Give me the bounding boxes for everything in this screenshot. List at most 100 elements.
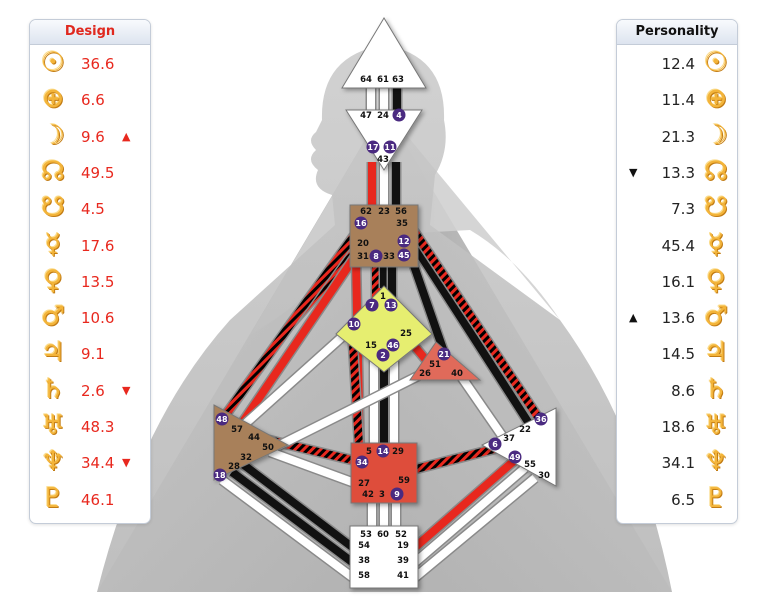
planet-value: 36.6 xyxy=(81,55,115,73)
planet-value: 12.4 xyxy=(661,55,695,73)
gate-label: 26 xyxy=(419,369,431,379)
channel-20-57 xyxy=(232,252,360,435)
channel-50-27 xyxy=(268,448,362,489)
pluto-icon: ♇ xyxy=(40,482,66,514)
planet-value: 49.5 xyxy=(81,163,115,182)
gate-label: 14 xyxy=(377,447,389,456)
gate-label: 22 xyxy=(519,425,531,435)
direction-marker: ▼ xyxy=(629,165,638,179)
planet-value: 2.6 xyxy=(81,381,105,400)
gate-label: 42 xyxy=(362,490,374,500)
pluto-icon: ♇ xyxy=(703,482,729,514)
gate-activation-dot xyxy=(376,444,390,458)
gate-label: 8 xyxy=(373,252,379,261)
design-panel: Design ☉36.6⊕6.6☽9.6▲☊49.5☋4.5☿17.6♀13.5… xyxy=(29,19,151,524)
gate-label: 51 xyxy=(429,360,441,370)
mars-icon: ♂ xyxy=(703,301,729,333)
gate-label: 59 xyxy=(398,476,410,486)
gate-activation-dot xyxy=(488,437,502,451)
planet-value: 14.5 xyxy=(661,345,695,364)
gate-activation-dot xyxy=(213,468,227,482)
gate-label: 19 xyxy=(397,541,409,551)
planet-value: 34.1 xyxy=(661,454,695,473)
planet-row: ☿ 45.4 xyxy=(617,228,737,266)
sun-icon: ☉ xyxy=(40,47,66,78)
uranus-icon: ♅ xyxy=(703,410,729,441)
planet-row: ♄2.6▼ xyxy=(30,374,150,411)
moon-icon: ☽ xyxy=(40,119,66,151)
gate-label: 16 xyxy=(355,219,367,228)
planet-row: ♆34.1 xyxy=(617,447,737,483)
center-root xyxy=(349,525,419,589)
planet-value: 9.6 xyxy=(81,127,105,146)
planet-row: ⊕6.6 xyxy=(30,84,150,120)
mercury-icon: ☿ xyxy=(707,228,725,260)
gate-label: 34 xyxy=(356,458,368,467)
jupiter-icon: ♃ xyxy=(703,337,729,369)
channel-49-19 xyxy=(409,456,518,554)
center-head xyxy=(341,17,427,89)
gate-activation-dot xyxy=(386,338,400,352)
planet-row: ♀13.5 xyxy=(30,264,150,302)
gate-label: 49 xyxy=(509,453,521,462)
gate-activation-dot xyxy=(534,412,548,426)
gate-label: 57 xyxy=(231,425,243,435)
gate-label: 52 xyxy=(395,530,407,540)
planet-value: 45.4 xyxy=(661,236,695,255)
gate-label: 29 xyxy=(392,447,404,457)
planet-row: ♂13.6▲ xyxy=(617,302,737,338)
gate-label: 18 xyxy=(214,471,226,480)
channel-16-48 xyxy=(218,227,362,423)
venus-icon: ♀ xyxy=(706,264,726,296)
gate-label: 2 xyxy=(380,351,386,360)
gate-activation-dot xyxy=(369,249,383,263)
planet-row: ♄8.6 xyxy=(617,374,737,411)
gate-label: 64 xyxy=(360,75,372,85)
planet-row: ♇ 46.1 xyxy=(30,482,150,520)
planet-row: ♅ 18.6 xyxy=(617,411,737,447)
gate-label: 11 xyxy=(384,143,396,152)
planet-row: ♃ 14.5 xyxy=(617,338,737,374)
planet-row: ☉12.4 xyxy=(617,48,737,84)
venus-icon: ♀ xyxy=(43,264,63,296)
north-node-icon: ☊ xyxy=(704,155,728,187)
gate-activation-dot xyxy=(365,298,379,312)
gate-activation-dot xyxy=(376,348,390,362)
planet-value: 9.1 xyxy=(81,345,105,364)
gate-activation-dot xyxy=(397,234,411,248)
center-solar-plexus xyxy=(480,407,557,487)
channel-32-54 xyxy=(237,458,359,554)
channel-10-57 xyxy=(233,325,355,435)
gate-label: 50 xyxy=(262,443,274,453)
gate-label: 5 xyxy=(366,447,372,457)
planet-value: 7.3 xyxy=(671,200,695,219)
gate-label: 48 xyxy=(216,415,228,424)
center-ajna xyxy=(345,109,423,171)
planet-value: 46.1 xyxy=(81,490,115,509)
moon-icon: ☽ xyxy=(703,119,729,151)
planet-row: ♇6.5 xyxy=(617,482,737,520)
direction-marker: ▲ xyxy=(629,311,638,325)
gate-label: 61 xyxy=(377,75,389,85)
channels xyxy=(217,88,545,585)
earth-icon: ⊕ xyxy=(704,83,728,115)
planet-value: 17.6 xyxy=(81,236,115,255)
planet-row: ♀16.1 xyxy=(617,264,737,302)
channel-28-38 xyxy=(229,468,359,569)
planet-value: 18.6 xyxy=(661,418,695,436)
planet-row: ☊13.3▼ xyxy=(617,155,737,193)
gate-activation-dot xyxy=(397,248,411,262)
gate-label: 30 xyxy=(538,471,550,481)
planet-value: 11.4 xyxy=(661,91,695,110)
gate-activation-dot xyxy=(215,412,229,426)
gate-activation-dot xyxy=(383,140,397,154)
planet-row: ☽21.3 xyxy=(617,119,737,157)
gate-label: 39 xyxy=(397,556,409,566)
gate-label: 44 xyxy=(248,433,260,443)
gate-label: 36 xyxy=(535,415,547,424)
direction-marker: ▲ xyxy=(122,129,131,143)
planet-row: ♅48.3 xyxy=(30,411,150,447)
gate-activation-dot xyxy=(384,298,398,312)
gate-label: 27 xyxy=(358,479,370,489)
